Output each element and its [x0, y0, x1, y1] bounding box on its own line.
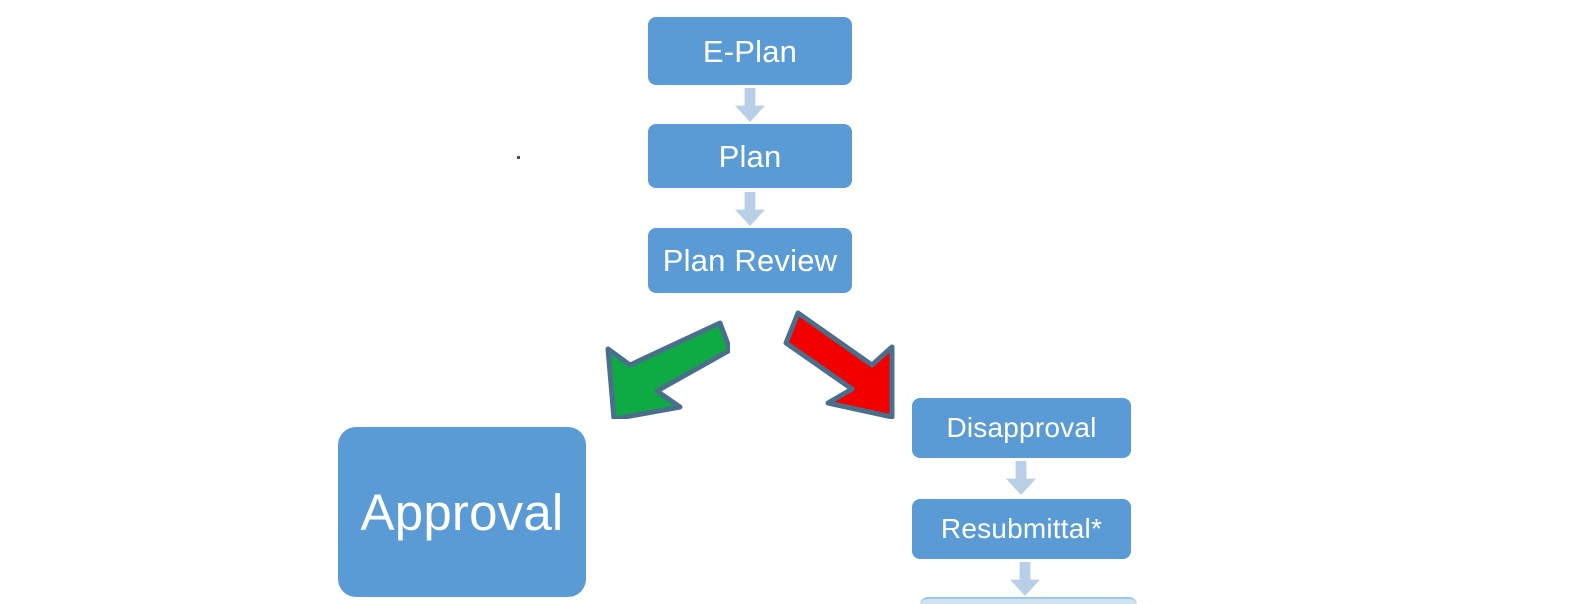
- node-disapproval[interactable]: Disapproval: [912, 398, 1131, 458]
- block-arrow-down-left-icon: [602, 303, 733, 422]
- down-arrow-icon-resubmittal-to-next: [1010, 562, 1040, 596]
- stray-dot-artifact: [517, 156, 520, 159]
- down-arrow-icon-eplan-to-plan: [735, 88, 765, 122]
- node-plan-review-label: Plan Review: [662, 243, 838, 278]
- node-approval[interactable]: Approval: [338, 427, 586, 597]
- node-cut-off[interactable]: [920, 597, 1137, 604]
- node-eplan[interactable]: E-Plan: [648, 17, 852, 85]
- down-arrow-icon-plan-to-plan-review: [735, 192, 765, 226]
- down-arrow-icon-disapproval-to-resubmittal: [1006, 461, 1036, 495]
- node-approval-label: Approval: [360, 483, 564, 541]
- node-plan[interactable]: Plan: [648, 124, 852, 188]
- node-disapproval-label: Disapproval: [946, 412, 1097, 443]
- node-plan-review[interactable]: Plan Review: [648, 228, 852, 293]
- node-resubmittal-label: Resubmittal*: [940, 513, 1103, 544]
- node-eplan-label: E-Plan: [702, 33, 798, 69]
- node-resubmittal[interactable]: Resubmittal*: [912, 499, 1131, 559]
- block-arrow-down-right-icon: [780, 303, 898, 420]
- node-plan-label: Plan: [718, 138, 782, 174]
